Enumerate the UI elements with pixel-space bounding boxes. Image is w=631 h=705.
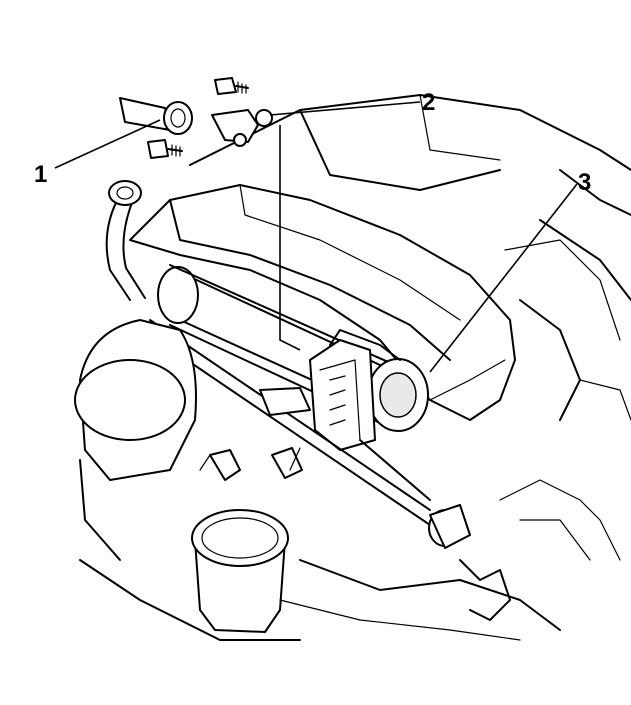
callout-1: 1 <box>34 161 47 188</box>
linkage-rod <box>149 319 471 549</box>
callout-label-2: 2 <box>422 89 435 116</box>
callout-leaders <box>54 101 578 373</box>
wiring-harness <box>105 180 146 301</box>
bolt-upper <box>214 77 249 95</box>
bolt-lower <box>147 139 183 159</box>
support-bracket <box>129 184 516 421</box>
hose-connectors <box>199 387 311 481</box>
cylinder-component <box>157 264 429 451</box>
callout-3: 3 <box>578 169 591 196</box>
callout-2: 2 <box>422 89 435 116</box>
lower-frame <box>79 479 621 641</box>
filter-cup <box>191 509 289 633</box>
sensor-assembly <box>119 97 273 147</box>
callout-label-3: 3 <box>578 169 591 196</box>
reservoir-cap <box>74 319 197 561</box>
engine-upper-structure <box>189 94 631 421</box>
callout-label-1: 1 <box>34 161 47 188</box>
